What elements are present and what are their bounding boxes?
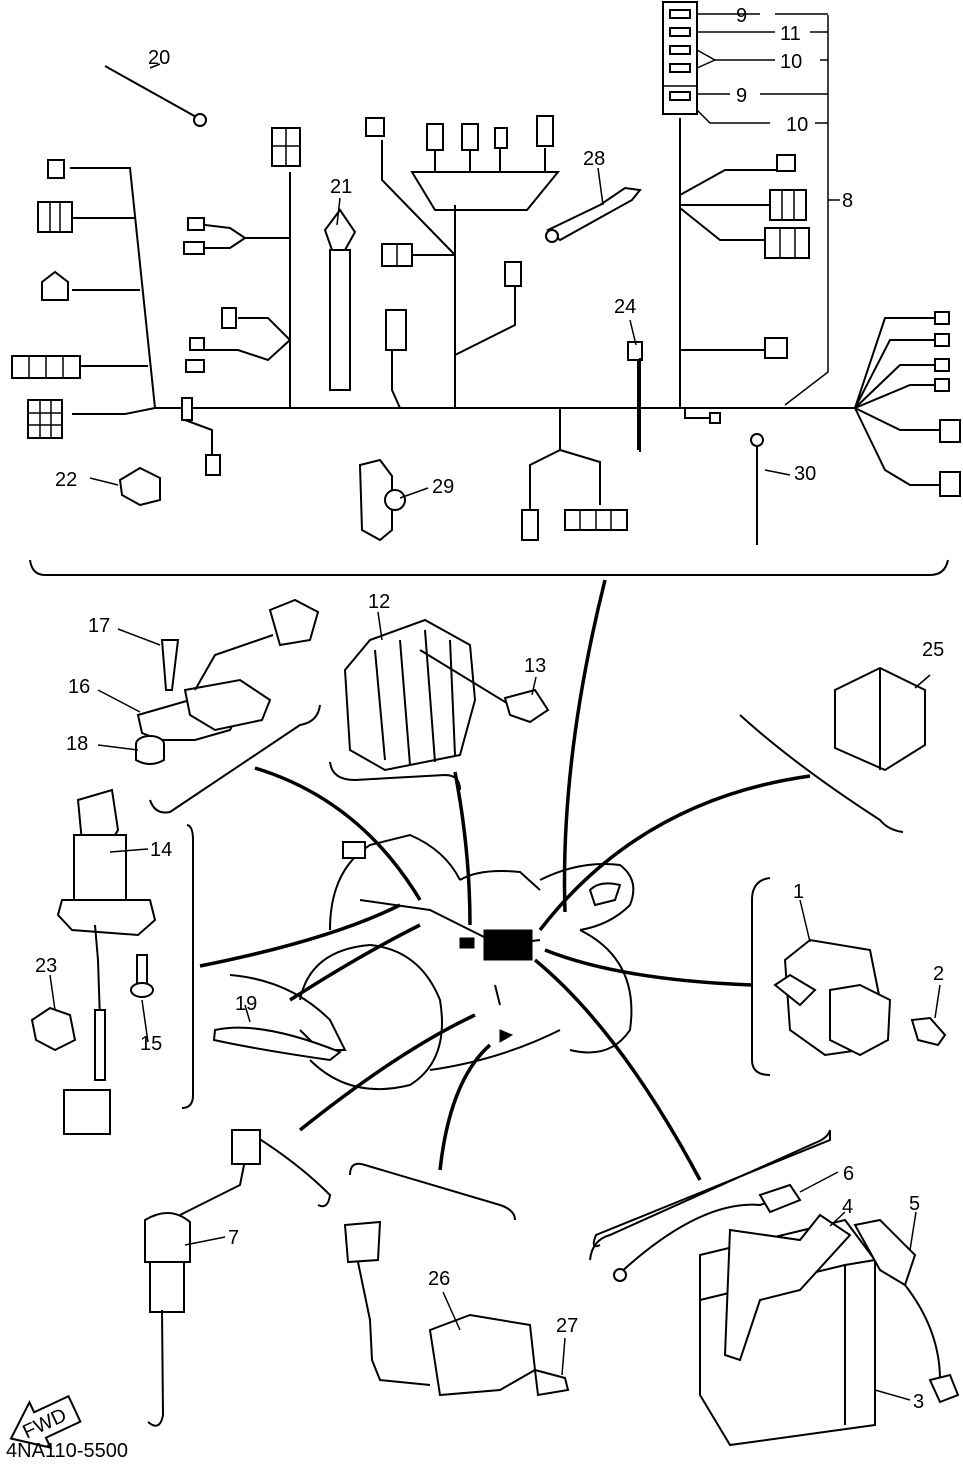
- callout-30: 30: [794, 463, 816, 485]
- group-brackets: [589, 1129, 831, 1261]
- callout-18: 18: [66, 733, 88, 755]
- callout-19: 19: [235, 993, 257, 1015]
- wire-harness: [70, 15, 940, 510]
- callout-9-mid: 9: [736, 85, 747, 107]
- harness-accessories: [104, 65, 764, 545]
- callout-26: 26: [428, 1268, 450, 1290]
- drawing-code: 4NA110-5500: [6, 1440, 128, 1462]
- harness-bracket: [29, 559, 949, 576]
- callout-13: 13: [524, 655, 546, 677]
- callout-29: 29: [432, 476, 454, 498]
- callout-17: 17: [88, 615, 110, 637]
- callout-23: 23: [35, 955, 57, 977]
- callout-15: 15: [140, 1033, 162, 1055]
- callout-21: 21: [330, 176, 352, 198]
- harness-connectors: [11, 1, 961, 541]
- callout-20: 20: [148, 47, 170, 69]
- motorcycle-outline: [299, 833, 635, 1091]
- callout-10-top: 10: [780, 51, 802, 73]
- callout-24: 24: [614, 296, 636, 318]
- callout-7: 7: [228, 1227, 239, 1249]
- callout-10-mid: 10: [786, 114, 808, 136]
- parts-right: [329, 618, 960, 1447]
- callout-25: 25: [922, 639, 944, 661]
- callout-28: 28: [583, 148, 605, 170]
- callout-labels: 9 11 10 9 10 8 20 21 28 24 22 29 30 17 1…: [19, 5, 944, 1443]
- callout-4: 4: [842, 1196, 853, 1218]
- callout-2: 2: [933, 963, 944, 985]
- parts-left: [9, 598, 347, 1450]
- callout-5: 5: [909, 1193, 920, 1215]
- callout-1: 1: [793, 881, 804, 903]
- callout-3: 3: [913, 1391, 924, 1413]
- callout-14: 14: [150, 839, 172, 861]
- callout-9-top: 9: [736, 5, 747, 27]
- callout-22: 22: [55, 469, 77, 491]
- callout-6: 6: [843, 1163, 854, 1185]
- callout-12: 12: [368, 591, 390, 613]
- callout-11: 11: [780, 23, 801, 45]
- callout-leaders: [49, 13, 941, 1401]
- callout-16: 16: [68, 676, 90, 698]
- leader-lines: [199, 579, 811, 1181]
- callout-8: 8: [842, 190, 853, 212]
- callout-27: 27: [556, 1315, 578, 1337]
